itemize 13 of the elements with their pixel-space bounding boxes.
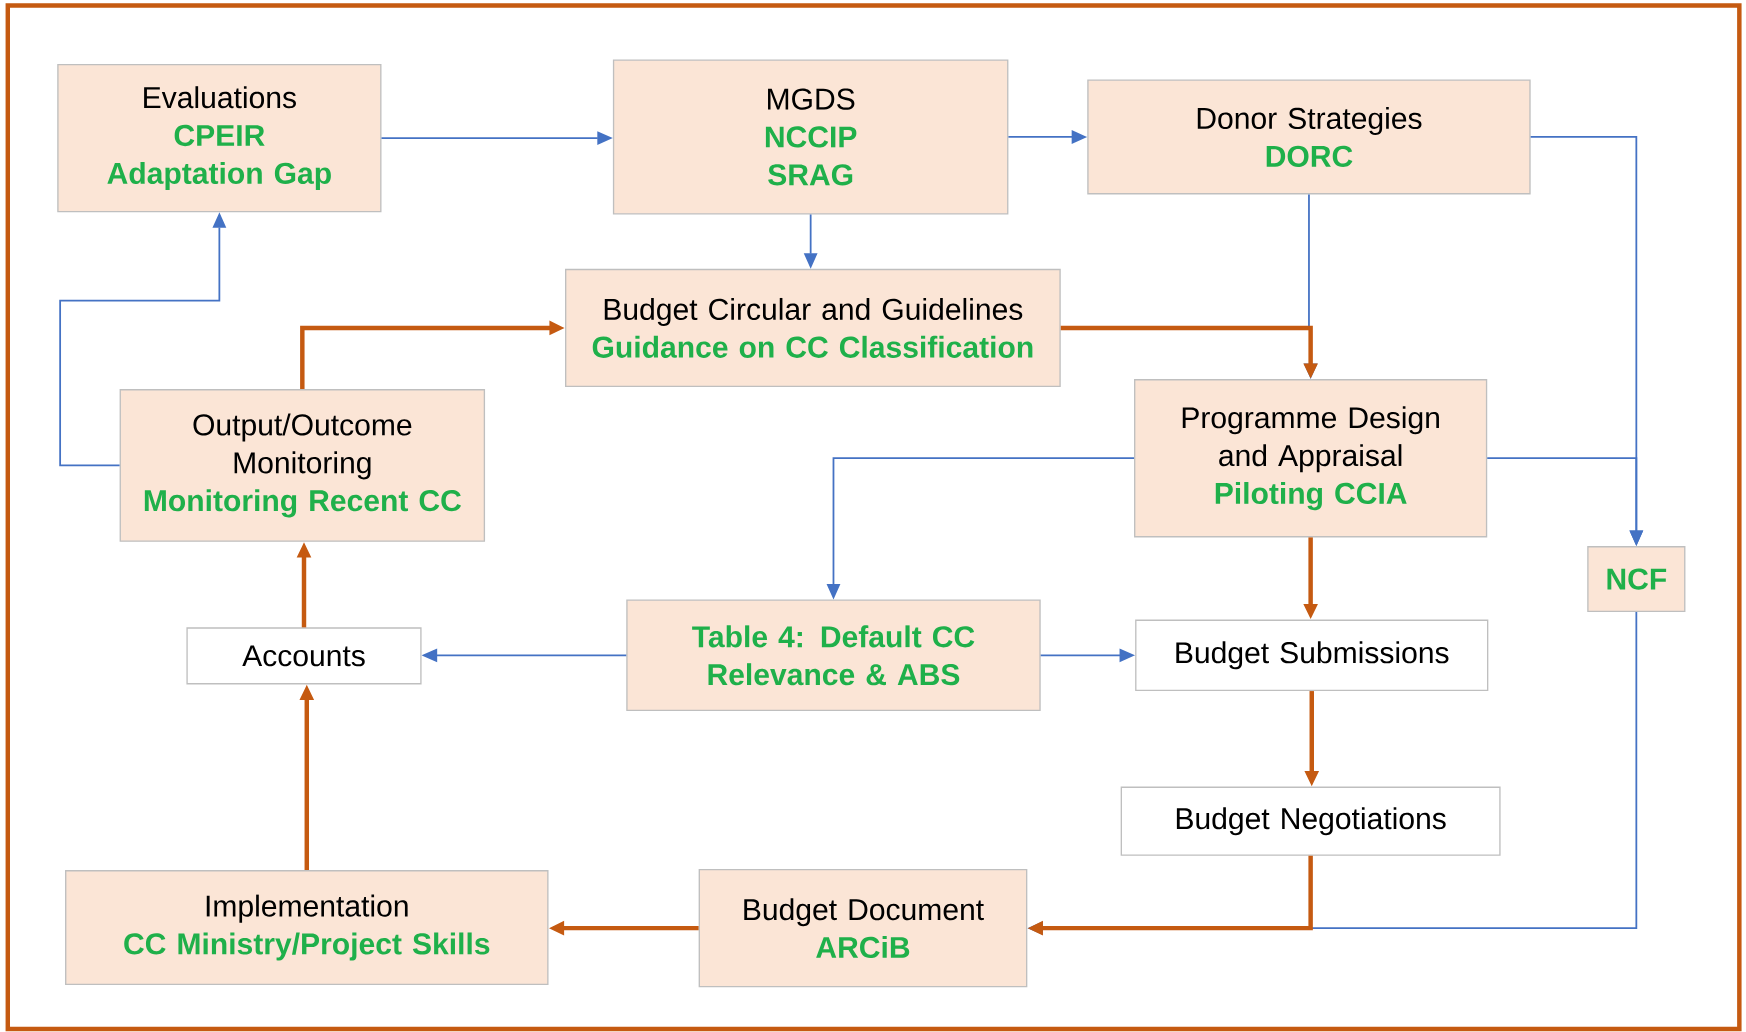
process-box: MGDS NCCIP SRAG (612, 59, 1009, 215)
process-box: Programme Design and Appraisal Piloting CCIA (1134, 378, 1488, 538)
process-box: NCF (1587, 545, 1686, 612)
process-box: Implementation CC Ministry/Project Skills (65, 870, 549, 985)
process-box: Budget Circular and Guidelines Guidance on CC Classification (565, 268, 1061, 387)
process-box: Accounts (186, 627, 422, 685)
process-box: Budget Document ARCiB (698, 868, 1028, 988)
process-box: Budget Submissions (1135, 619, 1489, 691)
process-box: Budget Negotiations (1120, 786, 1501, 856)
process-box: Evaluations CPEIR Adaptation Gap (57, 63, 382, 213)
process-box: Table 4: Default CC Relevance & ABS (626, 599, 1041, 711)
process-box: Output/Outcome Monitoring Monitoring Recent CC (119, 388, 486, 542)
process-box: Donor Strategies DORC (1087, 79, 1531, 195)
